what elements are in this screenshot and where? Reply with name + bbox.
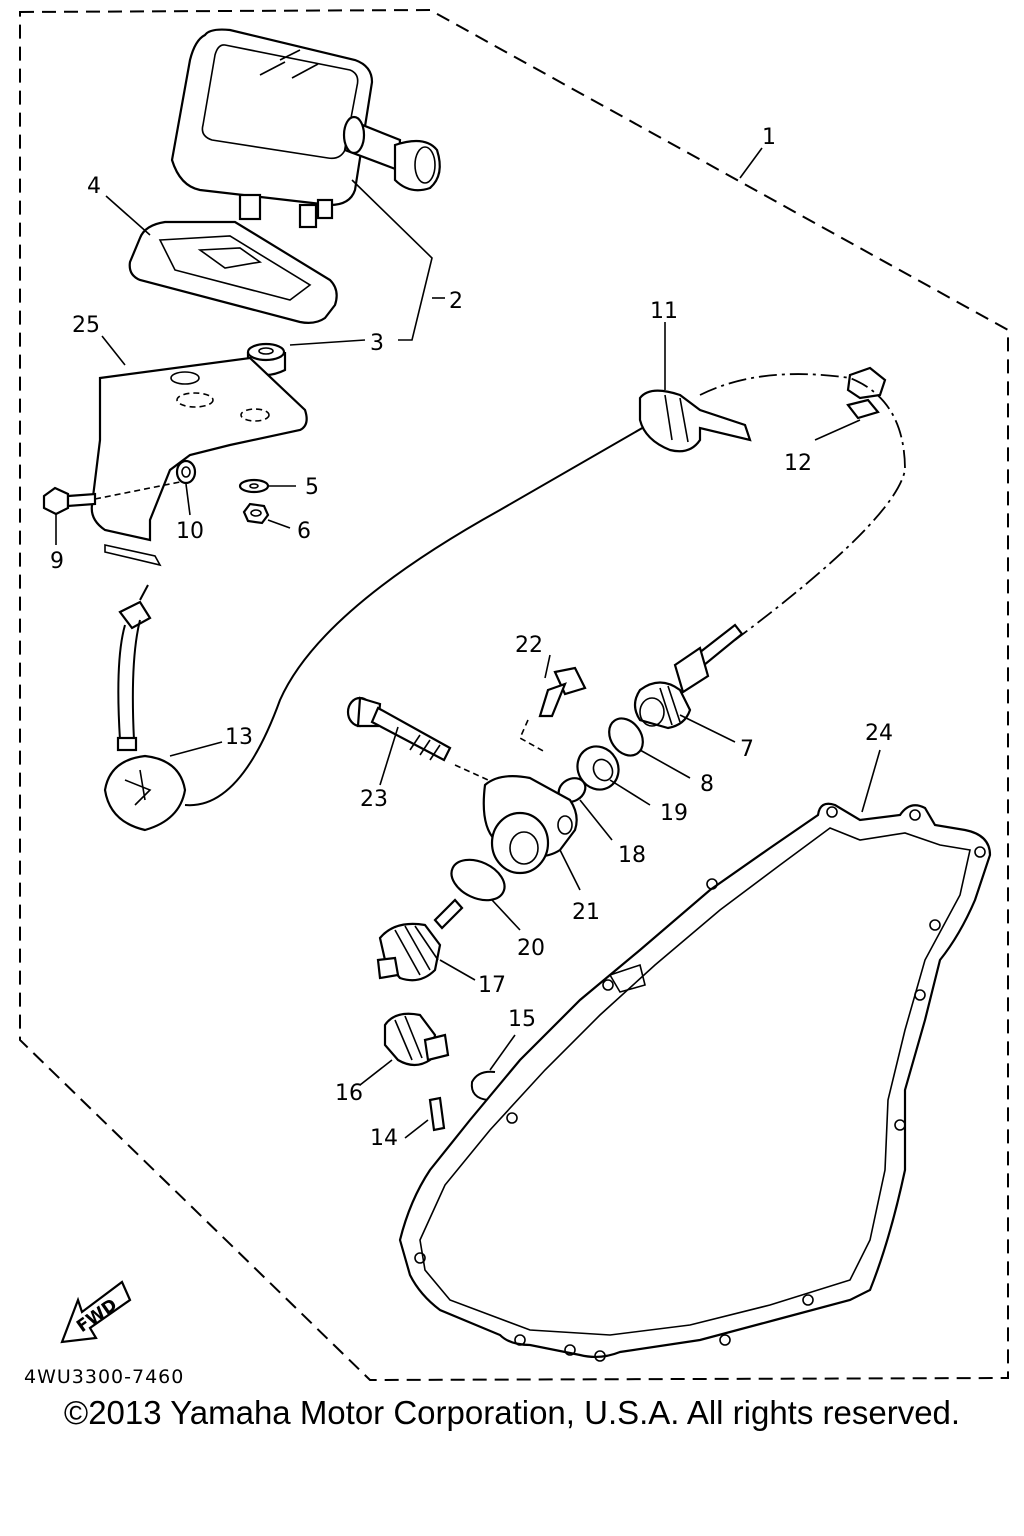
o-ring-small <box>608 717 644 757</box>
callout-4: 4 <box>87 174 101 199</box>
screw <box>518 666 587 753</box>
meter-bracket <box>90 356 308 567</box>
cushion-plate <box>128 220 338 324</box>
meter-cable <box>103 411 671 832</box>
callout-10: 10 <box>176 519 204 544</box>
washer <box>238 478 270 494</box>
callout-20: 20 <box>517 936 545 961</box>
driven-gear <box>383 1012 450 1067</box>
callout-5: 5 <box>305 475 319 500</box>
long-bolt <box>346 696 489 781</box>
bearing <box>576 745 620 791</box>
callout-16: 16 <box>335 1081 363 1106</box>
callout-24: 24 <box>865 721 893 746</box>
callout-18: 18 <box>618 843 646 868</box>
callout-14: 14 <box>370 1126 398 1151</box>
assembly-1-boundary <box>19 8 1009 1382</box>
gear-housing <box>482 775 578 875</box>
callout-8: 8 <box>700 772 714 797</box>
callout-3: 3 <box>370 331 384 356</box>
callout-numbers: 1 2 3 4 5 6 7 8 9 10 11 12 13 14 15 16 1… <box>50 125 893 1151</box>
callout-23: 23 <box>360 787 388 812</box>
callout-6: 6 <box>297 519 311 544</box>
bolt <box>42 481 181 516</box>
leader-lines <box>55 147 881 1139</box>
callout-17: 17 <box>478 973 506 998</box>
o-ring-large <box>450 858 506 902</box>
collar <box>175 459 197 485</box>
cable-band <box>638 389 752 453</box>
callout-12: 12 <box>784 451 812 476</box>
drawing-code: 4WU3300-7460 <box>24 1366 184 1388</box>
meter-assembly <box>170 28 441 229</box>
copyright-notice: ©2013 Yamaha Motor Corporation, U.S.A. A… <box>63 1394 961 1431</box>
nut <box>242 502 270 525</box>
callout-13: 13 <box>225 725 253 750</box>
pin <box>428 1096 446 1132</box>
drive-gear <box>376 898 464 982</box>
callout-9: 9 <box>50 549 64 574</box>
callout-21: 21 <box>572 900 600 925</box>
callout-15: 15 <box>508 1007 536 1032</box>
callout-2: 2 <box>449 289 463 314</box>
callout-7: 7 <box>740 737 754 762</box>
callout-1: 1 <box>762 125 776 150</box>
callout-19: 19 <box>660 801 688 826</box>
crankcase-cover-gasket <box>398 802 992 1359</box>
circlip <box>470 1070 496 1101</box>
gasket-bolt-holes <box>414 806 986 1362</box>
callout-25: 25 <box>72 313 100 338</box>
forward-arrow-icon: FWD <box>60 1280 132 1344</box>
meter-shaft <box>633 623 744 730</box>
clamp <box>846 366 887 420</box>
cable-route-upper <box>699 373 906 641</box>
callout-22: 22 <box>515 633 543 658</box>
callout-11: 11 <box>650 299 678 324</box>
